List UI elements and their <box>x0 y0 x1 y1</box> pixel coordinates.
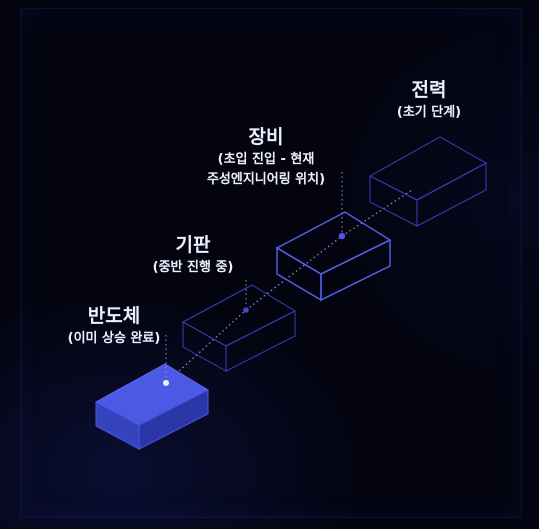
stage-box-equipment <box>275 211 392 302</box>
stage-title: 기판 <box>175 234 211 256</box>
stage-box-semiconductor <box>94 363 210 450</box>
stage-title: 반도체 <box>87 305 141 327</box>
stage-subtitle: (중반 진행 중) <box>152 260 234 275</box>
stage-label-equipment: 장비 (초입 진입 - 현재 주성엔지니어링 위치) <box>168 124 364 190</box>
stage-subtitle: (초기 단계) <box>396 105 462 120</box>
stage-subtitle-line-2: 주성엔지니어링 위치) <box>206 172 326 187</box>
connector-1-2 <box>165 309 247 384</box>
stage-subtitle: (이미 상승 완료) <box>67 331 161 346</box>
connector-3-4 <box>341 189 413 237</box>
stage-label-power: 전력 (초기 단계) <box>379 77 479 123</box>
stage-title: 장비 <box>248 126 284 148</box>
stage-box-power <box>368 136 488 227</box>
stage-marker-1 <box>163 380 169 386</box>
stage-title: 전력 <box>411 79 447 101</box>
stage-box-substrate <box>181 284 297 372</box>
stage-marker-2 <box>243 307 249 313</box>
frame-border <box>20 8 522 518</box>
stage-label-substrate: 기판 (중반 진행 중) <box>124 232 262 278</box>
stage-subtitle-line-1: (초입 진입 - 현재 <box>217 152 315 167</box>
stage-marker-3 <box>338 232 346 240</box>
stage-label-semiconductor: 반도체 (이미 상승 완료) <box>50 303 178 349</box>
